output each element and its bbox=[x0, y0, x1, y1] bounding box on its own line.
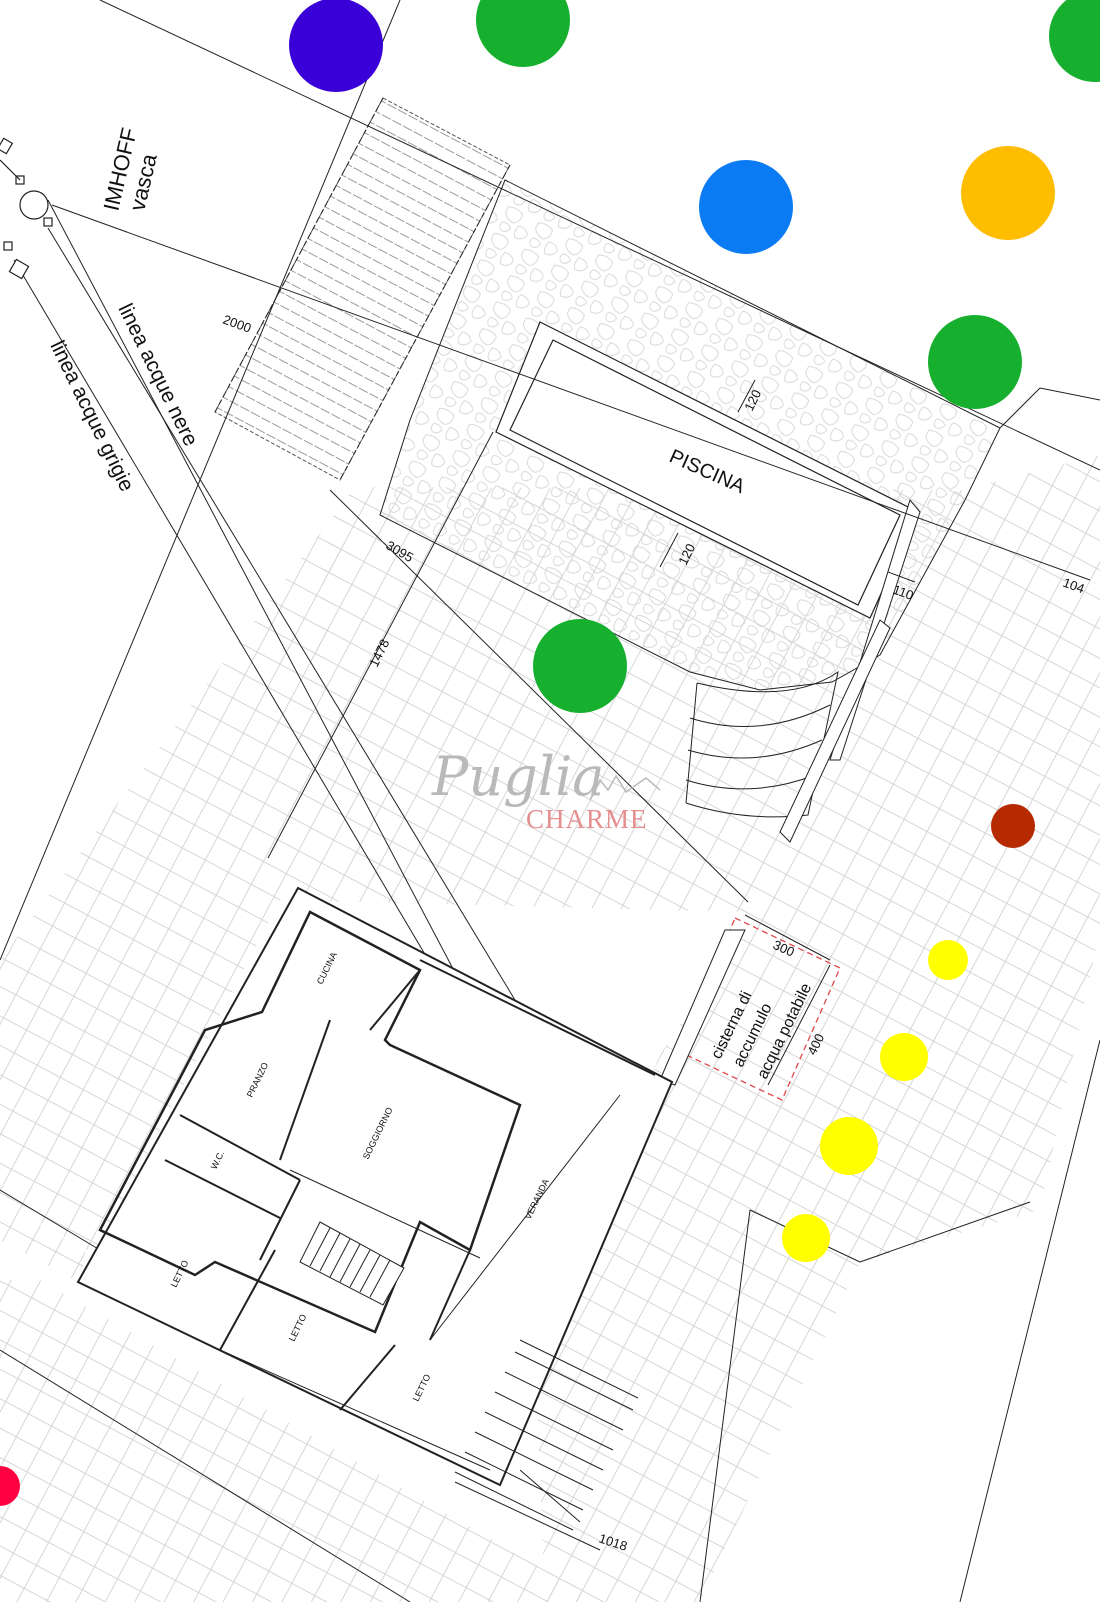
dim-104: 104 bbox=[1061, 575, 1087, 597]
pool-steps bbox=[685, 498, 921, 843]
dim-110: 110 bbox=[891, 582, 916, 603]
watermark-brand: CHARME bbox=[526, 804, 648, 834]
marker-red bbox=[0, 1466, 20, 1506]
color-markers bbox=[0, 0, 1100, 1506]
watermark-script: Puglia bbox=[431, 745, 604, 808]
house: CUCINA PRANZO SOGGIORNO W.C. VERANDA LET… bbox=[76, 886, 674, 1531]
linea-acque-grigie-label: linea acque grigie bbox=[46, 337, 139, 495]
linea-acque-nere-label: linea acque nere bbox=[114, 300, 203, 450]
marker-yellow-4 bbox=[782, 1214, 830, 1262]
marker-yellow-1 bbox=[928, 940, 968, 980]
marker-green-1 bbox=[476, 0, 570, 67]
marker-orange bbox=[961, 146, 1055, 240]
pool: PISCINA bbox=[495, 321, 919, 619]
marker-purple bbox=[289, 0, 383, 92]
pergola bbox=[214, 97, 511, 481]
marker-yellow-2 bbox=[880, 1033, 928, 1081]
dim-2000: 2000 bbox=[221, 312, 253, 336]
marker-green-3 bbox=[928, 315, 1022, 409]
marker-yellow-3 bbox=[820, 1117, 878, 1175]
marker-green-4 bbox=[533, 619, 627, 713]
dimension-lines bbox=[51, 204, 1091, 1523]
imhoff-tank-symbol bbox=[0, 137, 53, 280]
marker-green-2 bbox=[1049, 0, 1100, 82]
marker-brown bbox=[991, 804, 1035, 848]
watermark-logo: Puglia CHARME bbox=[431, 745, 661, 834]
drain-labels: IMHOFF vasca linea acque nere linea acqu… bbox=[46, 125, 203, 495]
drain-lines bbox=[13, 199, 516, 1023]
marker-blue bbox=[699, 160, 793, 254]
